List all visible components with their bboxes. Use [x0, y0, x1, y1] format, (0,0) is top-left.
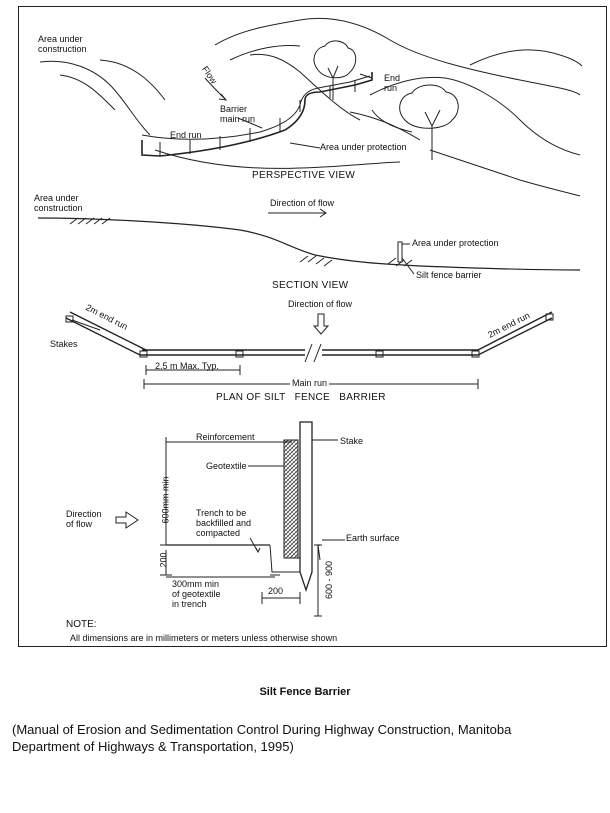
earth-surface-label: Earth surface	[346, 533, 400, 543]
detail-drawing	[115, 421, 345, 617]
dimension-200-left-label: 200	[158, 552, 169, 568]
plan-spacing-label: 2.5 m Max. Typ.	[155, 361, 219, 371]
section-area-under-construction-label: Area under construction	[34, 193, 83, 213]
trench-label: Trench to be backfilled and compacted	[196, 508, 252, 538]
section-silt-fence-barrier-label: Silt fence barrier	[416, 270, 482, 280]
barrier-main-run-label: Barrier main run	[220, 104, 256, 124]
end-run-left-label: End run	[170, 130, 202, 140]
direction-of-flow-detail-label: Direction of flow	[66, 509, 102, 529]
reinforcement-label: Reinforcement	[196, 432, 255, 442]
section-area-under-protection-label: Area under protection	[412, 238, 499, 248]
area-under-protection-label: Area under protection	[320, 142, 407, 152]
section-view-drawing	[37, 208, 581, 275]
geotextile-label: Geotextile	[206, 461, 247, 471]
perspective-view-title: PERSPECTIVE VIEW	[252, 170, 356, 181]
end-run-right-label: End run	[384, 73, 401, 93]
figure-caption-source: (Manual of Erosion and Sedimentation Con…	[12, 722, 512, 754]
stake-label: Stake	[340, 436, 364, 446]
plan-main-run-label: Main run	[290, 378, 330, 388]
perspective-view-drawing	[39, 17, 583, 197]
note-title: NOTE:	[66, 619, 97, 630]
plan-view-title: PLAN OF SILT FENCE BARRIER	[216, 392, 386, 403]
tree-icon	[399, 84, 459, 160]
figure-frame	[18, 6, 607, 647]
area-under-construction-label: Area under construction	[38, 34, 87, 54]
stake-depth-label: 600 - 900	[324, 560, 335, 600]
plan-stakes-label: Stakes	[50, 339, 78, 349]
dimension-200-bottom-label: 200	[268, 586, 284, 596]
geotextile-min-label: 300mm min of geotextile in trench	[172, 579, 221, 609]
section-view-title: SECTION VIEW	[272, 280, 349, 291]
plan-direction-of-flow-label: Direction of flow	[288, 299, 353, 309]
section-direction-of-flow-label: Direction of flow	[270, 198, 335, 208]
note-text: All dimensions are in millimeters or met…	[70, 633, 338, 643]
height-dimension-label: 600mm min	[160, 476, 171, 524]
figure-caption-title: Silt Fence Barrier	[259, 686, 351, 698]
